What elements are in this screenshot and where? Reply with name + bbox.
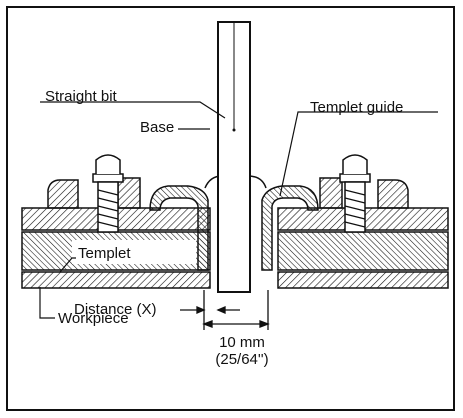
left-screw	[92, 154, 124, 233]
label-workpiece: Workpiece	[58, 310, 129, 327]
leader-lines	[39, 101, 438, 319]
label-dimension-metric: 10 mm	[219, 334, 265, 351]
workpiece-layer	[21, 271, 449, 289]
label-templet-guide: Templet guide	[310, 99, 404, 116]
label-base: Base	[140, 119, 175, 136]
dimension-lines	[180, 290, 270, 330]
label-straight-bit: Straight bit	[45, 88, 117, 105]
label-dimension-imperial: (25/64'')	[215, 351, 269, 368]
right-screw	[339, 154, 371, 233]
label-templet: Templet	[76, 245, 133, 262]
label-distance: Distance (X)	[74, 301, 157, 318]
straight-bit	[217, 21, 251, 293]
